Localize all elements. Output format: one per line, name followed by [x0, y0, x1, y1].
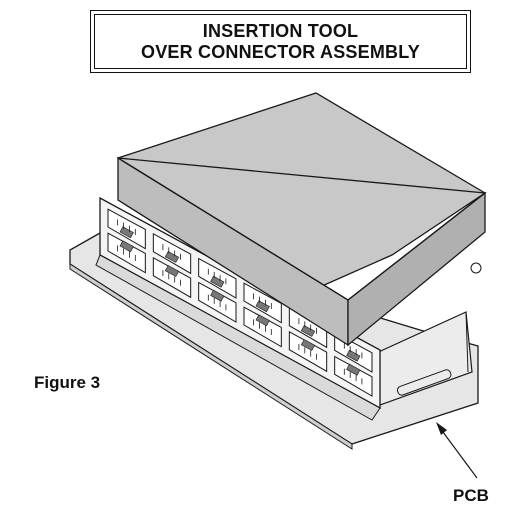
port-latch: [300, 325, 316, 337]
pcb-label: PCB: [453, 486, 489, 505]
figure-label: Figure 3: [34, 373, 101, 392]
port-latch: [346, 349, 361, 362]
port-latch: [300, 339, 316, 351]
connector-side-edge: [465, 311, 469, 373]
connector-side-slot: [396, 369, 452, 396]
port-latch: [346, 363, 361, 376]
port-latch: [210, 275, 225, 288]
tool-pin-hole: [470, 262, 482, 274]
connector-bottom-lip: [95, 254, 381, 421]
title-box: INSERTION TOOL OVER CONNECTOR ASSEMBLY: [90, 10, 471, 73]
port-latch: [164, 265, 180, 277]
port-latch: [255, 300, 270, 313]
port-latch: [255, 314, 270, 327]
title-line-1: INSERTION TOOL: [202, 20, 359, 41]
port-latch: [210, 289, 225, 302]
pcb-front-face: [69, 263, 353, 450]
connector-port-grid: [107, 208, 373, 397]
tool-top-edge-highlight: [117, 157, 487, 301]
pcb-leader-line: [439, 427, 478, 479]
title-line-2: OVER CONNECTOR ASSEMBLY: [141, 41, 420, 62]
port-latch: [119, 240, 134, 253]
title-box-inner: INSERTION TOOL OVER CONNECTOR ASSEMBLY: [94, 14, 467, 69]
port-latch: [164, 251, 180, 263]
port-latch: [119, 226, 134, 239]
pcb-leader-arrowhead: [436, 422, 447, 435]
